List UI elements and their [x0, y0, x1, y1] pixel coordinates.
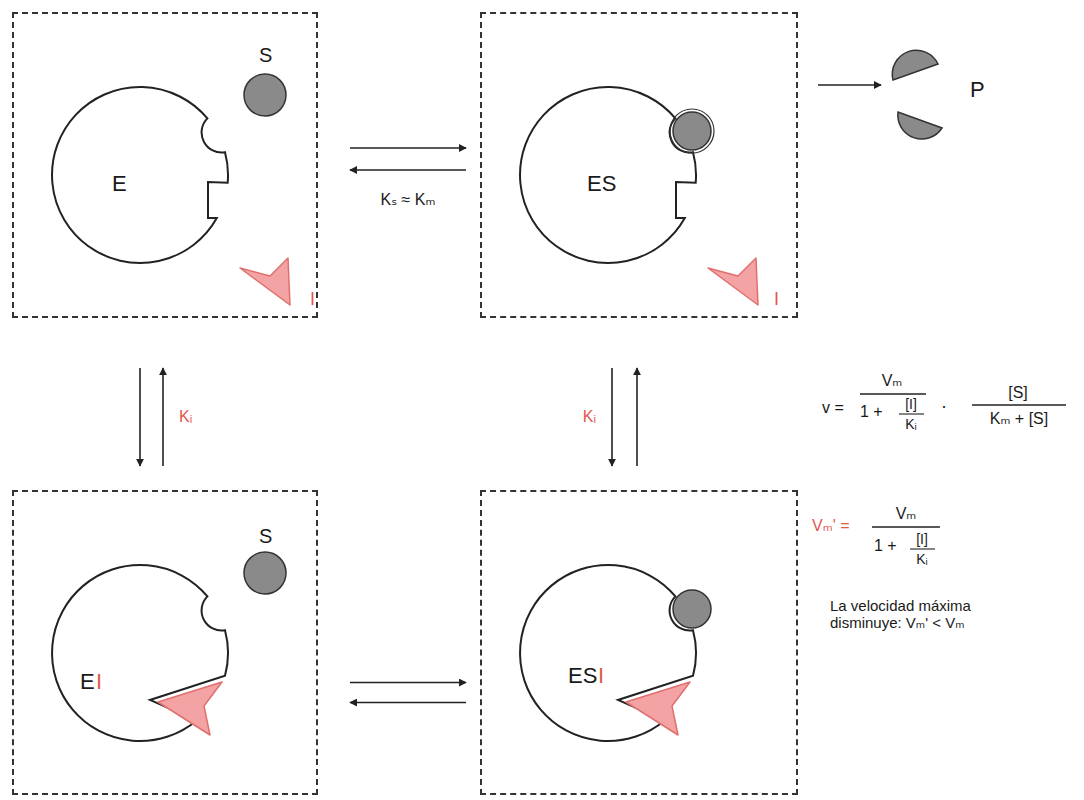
species-label: E — [80, 670, 95, 694]
equation-term: Kᵢ — [916, 551, 928, 567]
equation-term: Vₘ — [896, 505, 917, 523]
reaction-arrow-line — [350, 682, 466, 684]
inhibitor-shape — [708, 258, 758, 305]
inhibitor-label: I — [774, 290, 779, 310]
enzyme-shape — [52, 87, 228, 263]
enzyme-group — [520, 87, 696, 263]
enzyme-group — [520, 565, 696, 741]
substrate-circle — [244, 74, 286, 116]
product-half — [892, 50, 938, 80]
fraction-bar — [910, 548, 935, 549]
reaction-arrow-line — [162, 368, 164, 466]
substrate-circle — [673, 112, 711, 150]
reaction-arrow-line — [818, 84, 881, 86]
enzyme-shape — [520, 565, 696, 741]
fraction-bar — [872, 526, 940, 527]
equilibrium-arrow — [140, 368, 163, 466]
inhibitor-shape — [626, 682, 690, 735]
enzyme-shape — [52, 565, 228, 741]
equation-term: [I] — [916, 531, 928, 547]
species-label: S — [259, 525, 272, 547]
reaction-frame: ES I — [480, 12, 798, 318]
equation-term: Vₘ' = — [812, 517, 849, 535]
product-half — [898, 112, 942, 139]
substrate-circle — [673, 590, 711, 628]
reaction-arrow-line — [350, 147, 466, 149]
inhibitor-label: I — [96, 670, 102, 694]
species-label: S — [259, 44, 272, 66]
reaction-arrow-line — [611, 368, 613, 466]
equation-term: [I] — [905, 396, 917, 412]
reaction-frame: S EI — [12, 490, 318, 795]
reaction-arrow-line — [350, 702, 466, 704]
substrate-circle — [244, 552, 286, 594]
species-label: P — [970, 78, 985, 102]
inhibitor-shape — [240, 258, 290, 305]
equation-term: [S] — [1008, 384, 1028, 402]
reaction-arrow-line — [139, 368, 141, 466]
note-text: La velocidad máxima disminuye: Vₘ' < Vₘ — [830, 597, 1035, 632]
equation-term: v = — [822, 399, 844, 417]
equation-term: Vₘ — [882, 372, 903, 390]
equation-term: 1 + — [860, 403, 883, 421]
equation-term: Kₘ + [S] — [990, 410, 1048, 428]
species-label: E — [112, 172, 127, 196]
inhibitor-label: I — [310, 290, 315, 310]
equilibrium-arrow — [612, 368, 637, 466]
species-label: ES — [587, 172, 616, 196]
rate-constant-label: Kₛ ≈ Kₘ — [379, 190, 438, 209]
reaction-frame: ESI — [480, 490, 798, 795]
inhibitor-shape — [158, 682, 222, 735]
rate-constant-label: Kᵢ — [177, 407, 194, 426]
fraction-bar — [899, 413, 924, 414]
equation-term: 1 + — [874, 537, 897, 555]
product-group: P — [885, 40, 1000, 150]
equation-term: Kᵢ — [905, 416, 917, 432]
reaction-arrow-line — [350, 169, 466, 171]
reaction-frame: S E I — [12, 12, 318, 318]
inhibitor-label: I — [598, 664, 604, 688]
substrate-outline — [670, 109, 714, 153]
rate-constant-label: Kᵢ — [581, 407, 598, 426]
enzyme-shape — [520, 87, 696, 263]
fraction-bar — [972, 404, 1066, 405]
equilibrium-arrow — [818, 85, 881, 86]
equilibrium-arrow — [350, 683, 466, 703]
species-label: ES — [568, 664, 597, 688]
equilibrium-arrow — [350, 148, 466, 170]
reaction-arrow-line — [636, 368, 638, 466]
equation-term: · — [941, 396, 947, 417]
fraction-bar — [860, 393, 926, 394]
